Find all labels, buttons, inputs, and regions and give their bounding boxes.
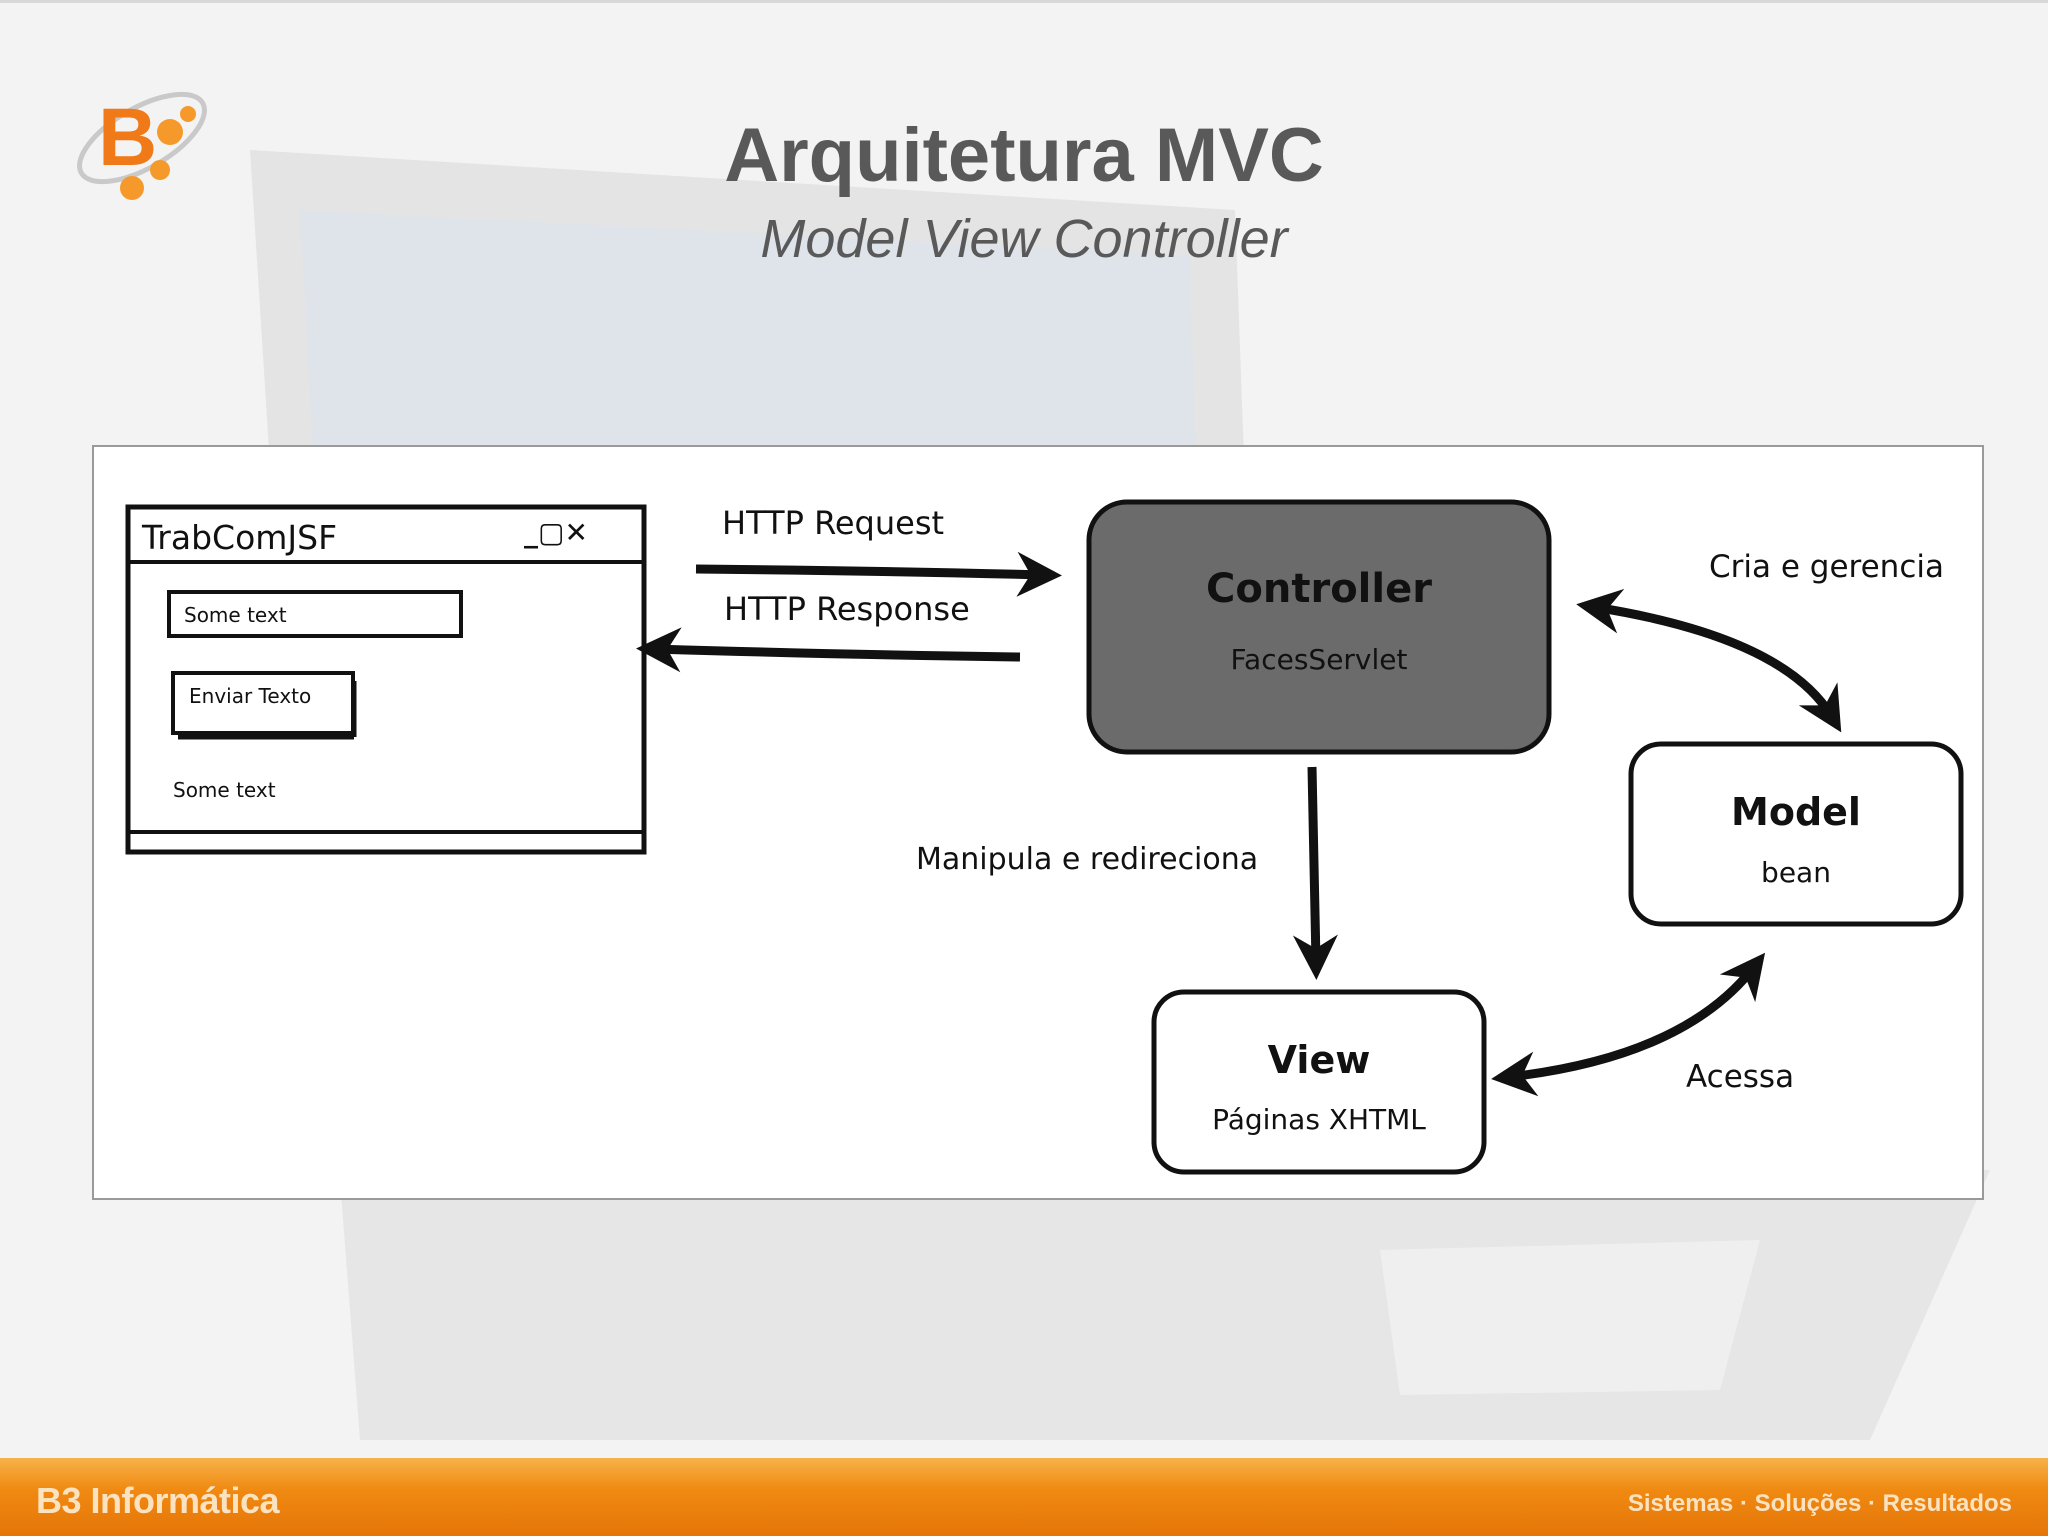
browser-window-sketch: TrabComJSF _▢✕ Some text Enviar Texto So… — [125, 504, 647, 855]
view-node: View Páginas XHTML — [1151, 989, 1487, 1175]
mvc-diagram-canvas: TrabComJSF _▢✕ Some text Enviar Texto So… — [125, 499, 1964, 1175]
controller-model-arrow — [1576, 588, 1842, 733]
http-response-label: HTTP Response — [724, 590, 970, 628]
window-output-text: Some text — [173, 778, 276, 802]
svg-text:B: B — [98, 92, 157, 183]
window-send-button — [171, 671, 355, 735]
manipulates-label: Manipula e redireciona — [916, 842, 1258, 877]
http-request-arrow — [695, 551, 1062, 597]
footer-brand: B3 Informática — [36, 1480, 280, 1521]
window-controls-icon: _▢✕ — [524, 516, 588, 549]
view-name: View — [1268, 1038, 1371, 1082]
accesses-label: Acessa — [1686, 1059, 1794, 1095]
b3-logo: B — [77, 91, 207, 200]
window-text-field — [167, 590, 463, 638]
model-detail: bean — [1761, 856, 1831, 889]
view-detail: Páginas XHTML — [1212, 1103, 1426, 1136]
controller-name: Controller — [1206, 566, 1432, 612]
footer-tagline: Sistemas · Soluções · Resultados — [1627, 1490, 2012, 1517]
controller-node: Controller FacesServlet — [1086, 499, 1552, 755]
http-request-label: HTTP Request — [722, 504, 944, 542]
slide-subtitle: Model View Controller — [760, 209, 1288, 269]
creates-label: Cria e gerencia — [1709, 549, 1944, 585]
footer-bar — [0, 1458, 2048, 1536]
slide-title: Arquitetura MVC — [724, 113, 1324, 198]
mvc-diagram: TrabComJSF _▢✕ Some text Enviar Texto So… — [92, 445, 1984, 1200]
view-model-arrow — [1491, 952, 1766, 1097]
controller-to-view-arrow — [1292, 766, 1338, 980]
model-name: Model — [1731, 790, 1861, 834]
top-frame-line — [0, 0, 2048, 3]
window-send-button-label: Enviar Texto — [189, 684, 311, 708]
controller-detail: FacesServlet — [1231, 643, 1408, 676]
window-text-field-value: Some text — [184, 603, 287, 627]
window-title: TrabComJSF — [141, 518, 337, 557]
http-response-arrow — [636, 627, 1021, 673]
model-node: Model bean — [1628, 741, 1964, 927]
